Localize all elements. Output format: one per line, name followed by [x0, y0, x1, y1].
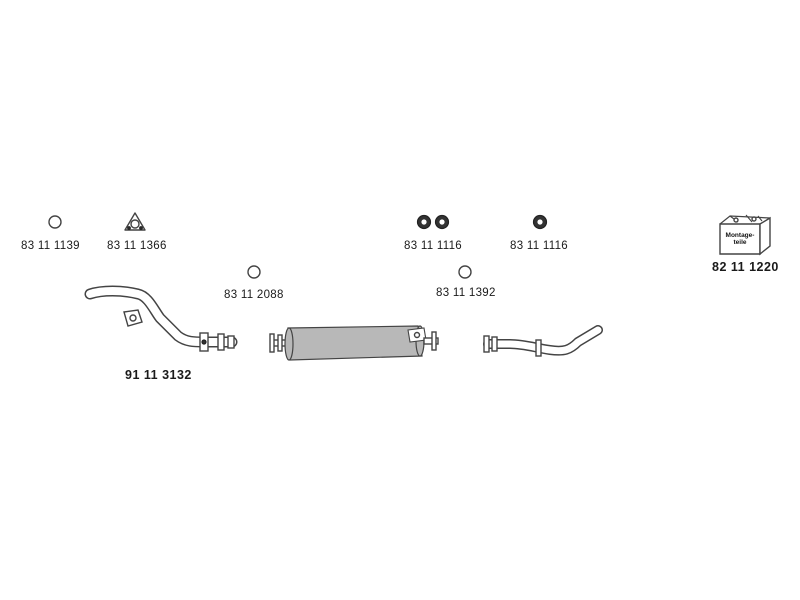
triangle-flange-gasket-icon: [124, 212, 146, 237]
box-text-line: Montage-: [725, 232, 755, 239]
part-number-label: 83 11 2088: [224, 289, 284, 301]
ring-gasket-icon: [47, 214, 63, 235]
part-number-label: 83 11 1392: [436, 287, 496, 299]
part-number-label: 91 11 3132: [125, 368, 192, 382]
box-text-line: teile: [733, 239, 747, 246]
rubber-hanger-icon: [532, 214, 550, 237]
part-number-label: 83 11 1139: [21, 240, 80, 252]
part-number-label: 83 11 1366: [107, 240, 167, 252]
part-number-label: 83 11 1116: [510, 240, 568, 252]
rubber-hanger-pair-icon: [416, 214, 452, 237]
tail-pipe-icon: [480, 322, 610, 373]
ring-gasket-icon: [457, 264, 473, 285]
mounting-kit-box-icon: Montage- teile: [716, 212, 774, 261]
ring-gasket-icon: [246, 264, 262, 285]
part-number-label: 83 11 1116: [404, 240, 462, 252]
muffler-icon: [268, 318, 448, 373]
front-exhaust-pipe-icon: [82, 284, 242, 369]
part-number-label: 82 11 1220: [712, 260, 779, 274]
